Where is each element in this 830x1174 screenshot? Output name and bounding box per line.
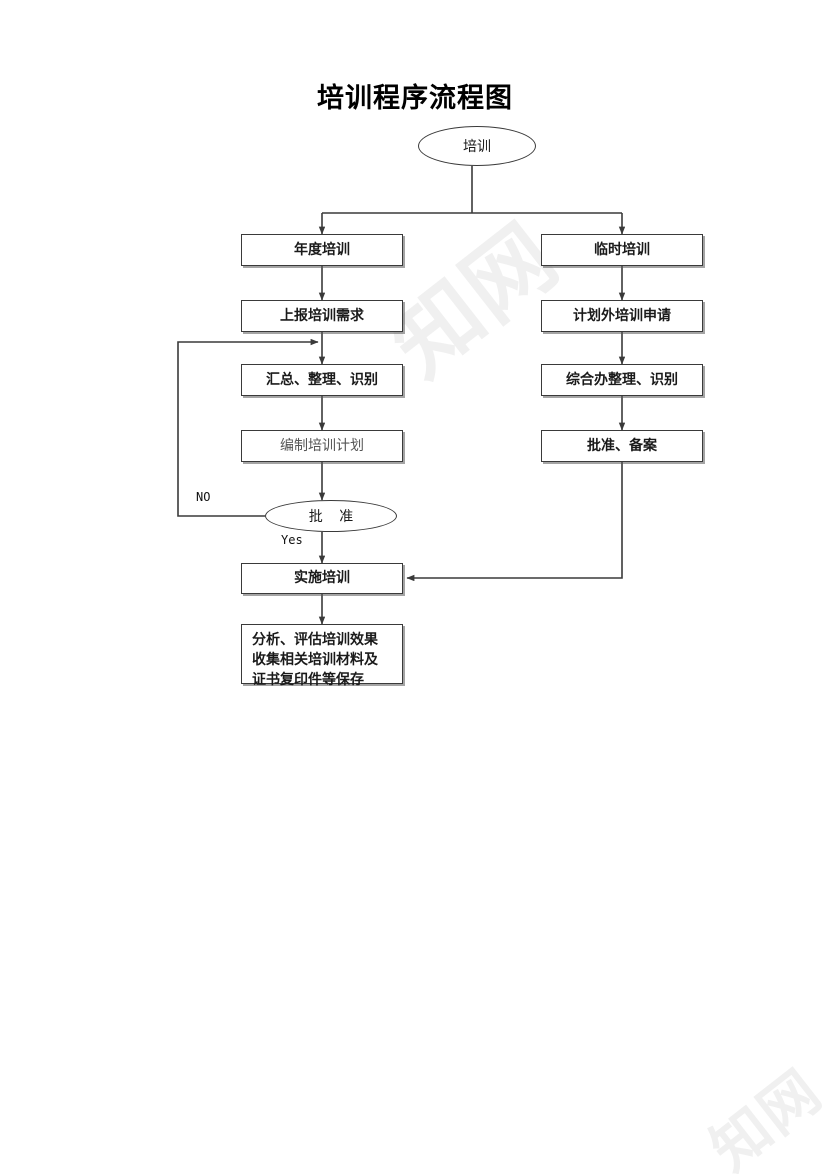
node-temp-training-label: 临时培训	[594, 241, 650, 258]
edge-no-feedback-loop	[177, 338, 319, 517]
node-summarize-label: 汇总、整理、识别	[266, 371, 378, 388]
node-evaluate-archive-line-1: 分析、评估培训效果	[252, 632, 378, 648]
node-report-need[interactable]: 上报培训需求	[241, 300, 403, 332]
node-make-plan[interactable]: 编制培训计划	[241, 430, 403, 462]
page-title: 培训程序流程图	[317, 83, 513, 114]
node-evaluate-archive[interactable]: 分析、评估培训效果 收集相关培训材料及 证书复印件等保存	[241, 624, 403, 688]
node-unplanned-apply[interactable]: 计划外培训申请	[541, 300, 703, 332]
node-implement-training[interactable]: 实施培训	[241, 563, 403, 594]
node-start-label: 培训	[463, 139, 491, 155]
node-office-sort-label: 综合办整理、识别	[566, 371, 678, 388]
node-implement-training-label: 实施培训	[294, 570, 350, 587]
node-temp-training[interactable]: 临时培训	[541, 234, 703, 266]
node-start[interactable]: 培训	[418, 126, 536, 166]
node-unplanned-apply-label: 计划外培训申请	[573, 307, 671, 324]
edge-label-no: NO	[196, 490, 211, 504]
node-evaluate-archive-line-3: 证书复印件等保存	[252, 671, 364, 688]
node-evaluate-archive-line-2: 收集相关培训材料及	[252, 651, 378, 668]
edge-approve-to-implement	[406, 462, 623, 582]
node-approve-record[interactable]: 批准、备案	[541, 430, 703, 462]
node-make-plan-label: 编制培训计划	[280, 437, 364, 454]
node-annual-training[interactable]: 年度培训	[241, 234, 403, 266]
node-annual-training-label: 年度培训	[294, 241, 350, 258]
node-summarize[interactable]: 汇总、整理、识别	[241, 364, 403, 396]
node-report-need-label: 上报培训需求	[280, 307, 364, 324]
node-approve-decision-label: 批 准	[308, 509, 360, 525]
node-office-sort[interactable]: 综合办整理、识别	[541, 364, 703, 396]
node-approve-record-label: 批准、备案	[587, 437, 657, 454]
edge-label-yes: Yes	[281, 533, 303, 547]
node-approve-decision[interactable]: 批 准	[265, 500, 397, 532]
